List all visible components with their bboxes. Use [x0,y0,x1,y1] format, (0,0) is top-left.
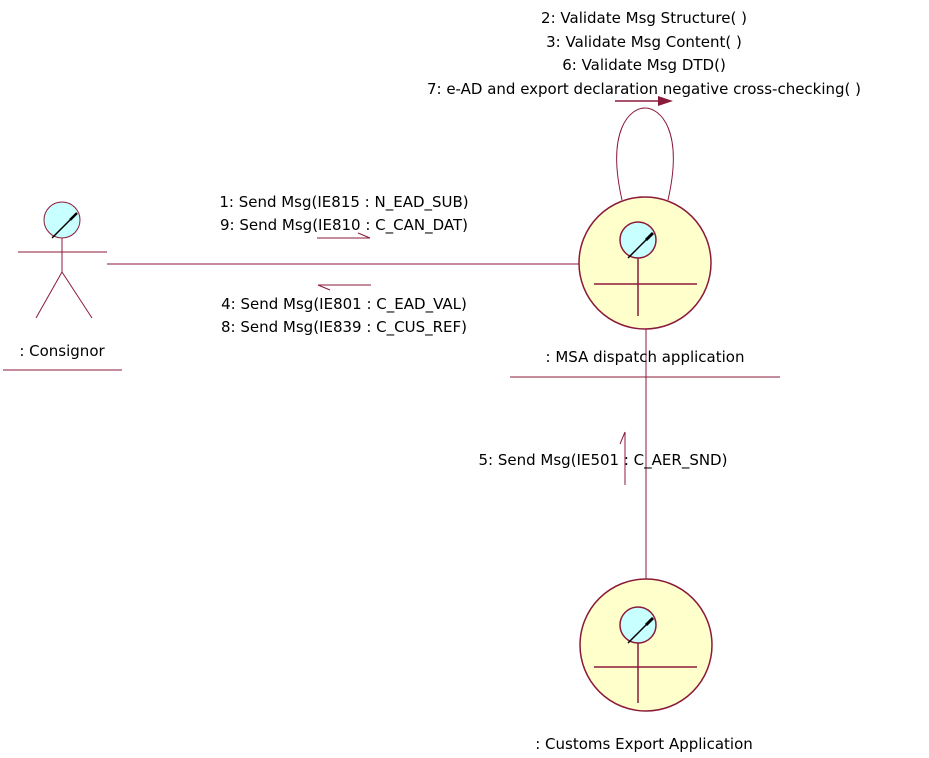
self-message: 6: Validate Msg DTD() [562,56,726,74]
self-message: 2: Validate Msg Structure( ) [541,9,747,27]
consignor-name: : Consignor [19,342,105,360]
message-to-consignor: 8: Send Msg(IE839 : C_CUS_REF) [221,318,467,337]
msa-name: : MSA dispatch application [546,348,745,366]
message-to-msa-from-customs: 5: Send Msg(IE501 : C_AER_SND) [479,451,728,470]
arrow-to-msa [317,232,371,239]
msa-entity[interactable] [578,196,712,330]
customs-name: : Customs Export Application [535,735,753,753]
customs-entity[interactable] [579,578,713,712]
message-to-msa: 9: Send Msg(IE810 : C_CAN_DAT) [220,216,468,235]
arrow-to-consignor [317,284,371,291]
message-to-consignor: 4: Send Msg(IE801 : C_EAD_VAL) [221,295,467,314]
self-message: 7: e-AD and export declaration negative … [427,80,861,98]
self-message-arrow [615,96,673,106]
self-link-msa[interactable] [616,107,674,201]
arrow-up-to-msa [619,431,626,485]
self-message: 3: Validate Msg Content( ) [546,33,742,51]
message-to-msa: 1: Send Msg(IE815 : N_EAD_SUB) [219,193,468,212]
consignor-actor[interactable] [18,201,107,319]
